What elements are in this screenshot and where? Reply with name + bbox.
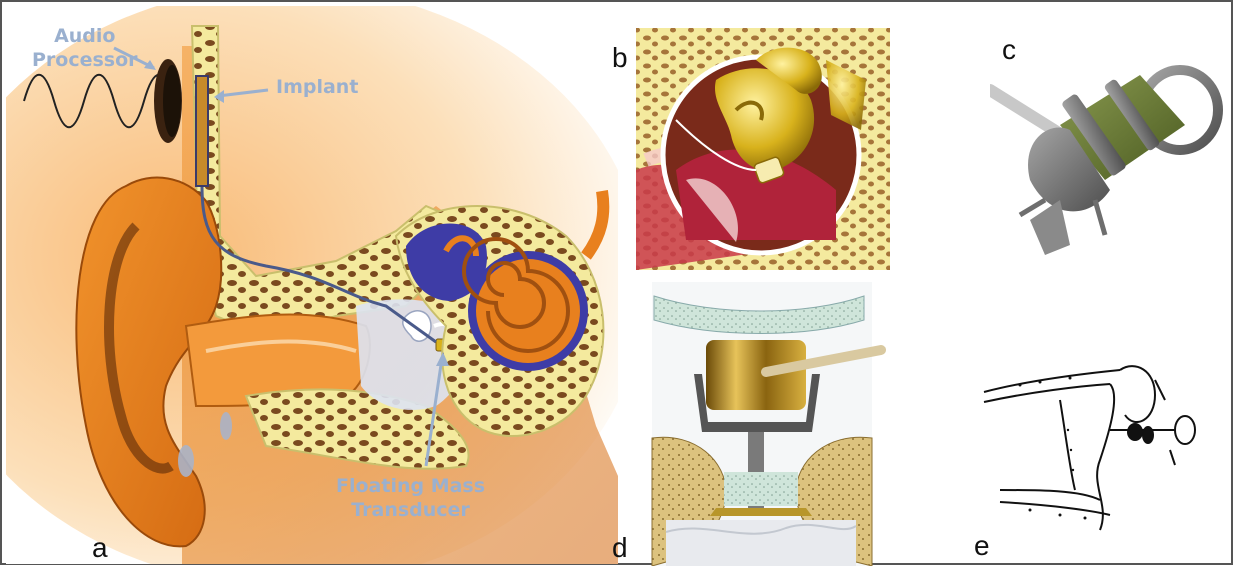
fmt-label: Floating Mass Transducer xyxy=(336,474,485,522)
surgical-line-drawing xyxy=(960,340,1230,566)
audio-processor-label-line2: Processor xyxy=(32,48,138,72)
fmt-device-render xyxy=(990,30,1230,270)
panel-d: d xyxy=(606,282,906,566)
fmt-coil xyxy=(706,340,806,410)
ossicle-closeup-illustration xyxy=(606,20,890,270)
implant-receiver xyxy=(196,76,208,186)
fmt-cross-section xyxy=(606,282,906,566)
panel-d-label: d xyxy=(612,532,628,564)
audio-processor-label: Audio Processor xyxy=(32,24,138,72)
panel-a-label: a xyxy=(92,532,108,564)
panel-a: Audio Processor Implant Floating Mass Tr… xyxy=(6,6,618,564)
audio-processor-label-line1: Audio xyxy=(32,24,138,48)
panel-c: c xyxy=(990,30,1230,270)
fmt-label-line1: Floating Mass xyxy=(336,474,485,498)
footplate xyxy=(710,508,812,516)
panel-c-label: c xyxy=(1002,34,1016,66)
fmt-label-line2: Transducer xyxy=(336,498,485,522)
panel-b: b xyxy=(606,20,890,270)
panel-b-label: b xyxy=(612,42,628,74)
panel-e-label: e xyxy=(974,530,990,562)
panel-e: e xyxy=(960,340,1230,566)
implant-label: Implant xyxy=(276,76,358,98)
